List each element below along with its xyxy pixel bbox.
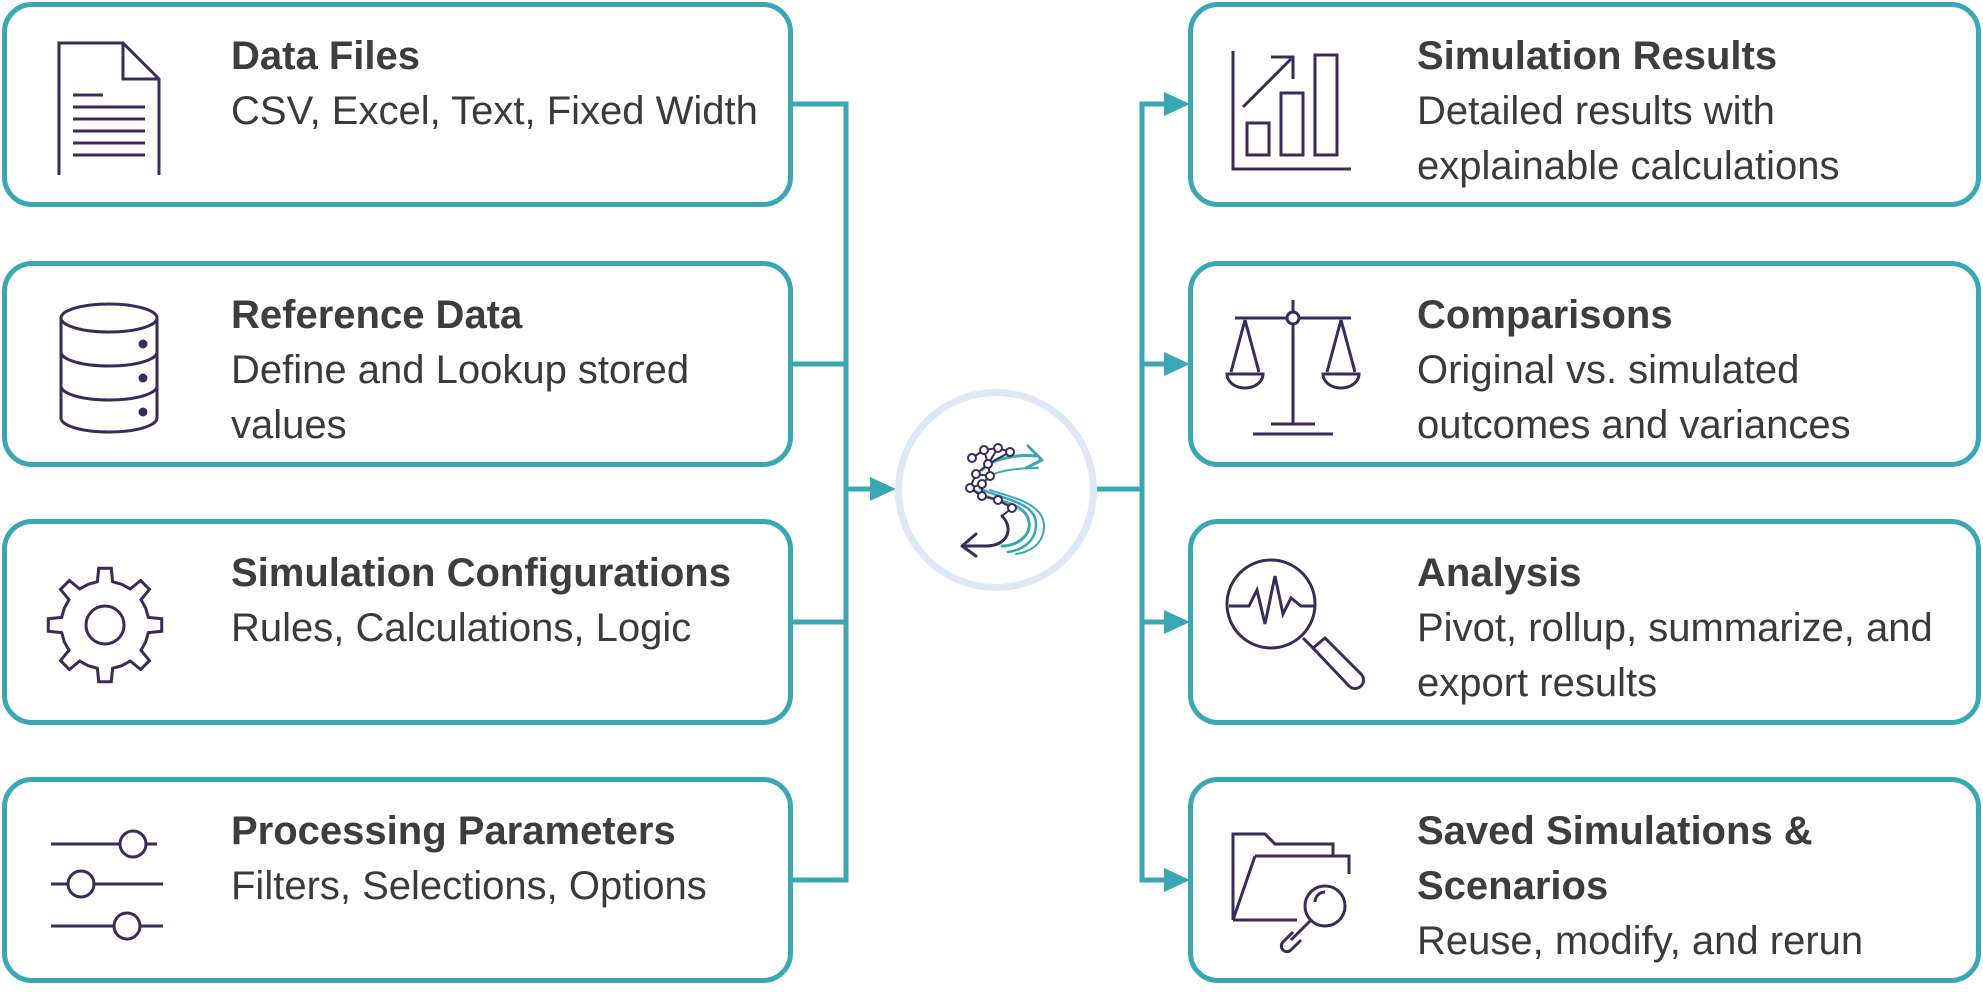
card-title: Simulation Results xyxy=(1417,34,1778,78)
input-card-data-files: Data Files CSV, Excel, Text, Fixed Width xyxy=(2,2,793,207)
simulation-hub xyxy=(895,389,1097,591)
card-description: CSV, Excel, Text, Fixed Width xyxy=(231,89,758,133)
card-title: Data Files xyxy=(231,34,420,78)
card-description: Filters, Selections, Options xyxy=(231,864,707,908)
card-description: Rules, Calculations, Logic xyxy=(231,606,692,650)
analysis-magnifier-icon xyxy=(1221,554,1371,709)
card-title: Saved Simulations & Scenarios xyxy=(1417,809,1813,908)
card-title: Comparisons xyxy=(1417,293,1673,337)
bar-chart-icon xyxy=(1227,47,1357,182)
arrowhead-to-comparisons xyxy=(1164,352,1190,376)
arrowhead-to-hub xyxy=(870,477,896,501)
scale-icon xyxy=(1223,296,1363,441)
card-description: Pivot, rollup, summarize, and export res… xyxy=(1417,606,1933,705)
card-title: Processing Parameters xyxy=(231,809,676,853)
output-card-simulation-results: Simulation Results Detailed results with… xyxy=(1188,2,1981,207)
input-card-simulation-configurations: Simulation Configurations Rules, Calcula… xyxy=(2,519,793,725)
input-card-processing-parameters: Processing Parameters Filters, Selection… xyxy=(2,777,793,983)
output-card-analysis: Analysis Pivot, rollup, summarize, and e… xyxy=(1188,519,1981,725)
output-card-saved-simulations: Saved Simulations & Scenarios Reuse, mod… xyxy=(1188,777,1981,983)
arrowhead-to-analysis xyxy=(1164,610,1190,634)
arrowhead-to-results xyxy=(1164,92,1190,116)
gear-icon xyxy=(37,560,167,695)
card-title: Reference Data xyxy=(231,293,523,337)
card-description: Reuse, modify, and rerun xyxy=(1417,919,1864,963)
card-title: Analysis xyxy=(1417,551,1582,595)
document-icon xyxy=(41,35,161,183)
sliders-icon xyxy=(43,822,173,947)
database-icon xyxy=(41,296,161,441)
card-title: Simulation Configurations xyxy=(231,551,731,595)
arrowhead-to-saved xyxy=(1164,868,1190,892)
input-card-reference-data: Reference Data Define and Lookup stored … xyxy=(2,261,793,467)
folder-search-icon xyxy=(1227,828,1367,973)
output-card-comparisons: Comparisons Original vs. simulated outco… xyxy=(1188,261,1981,467)
card-description: Original vs. simulated outcomes and vari… xyxy=(1417,348,1851,447)
card-description: Detailed results with explainable calcul… xyxy=(1417,89,1840,188)
card-description: Define and Lookup stored values xyxy=(231,348,690,447)
